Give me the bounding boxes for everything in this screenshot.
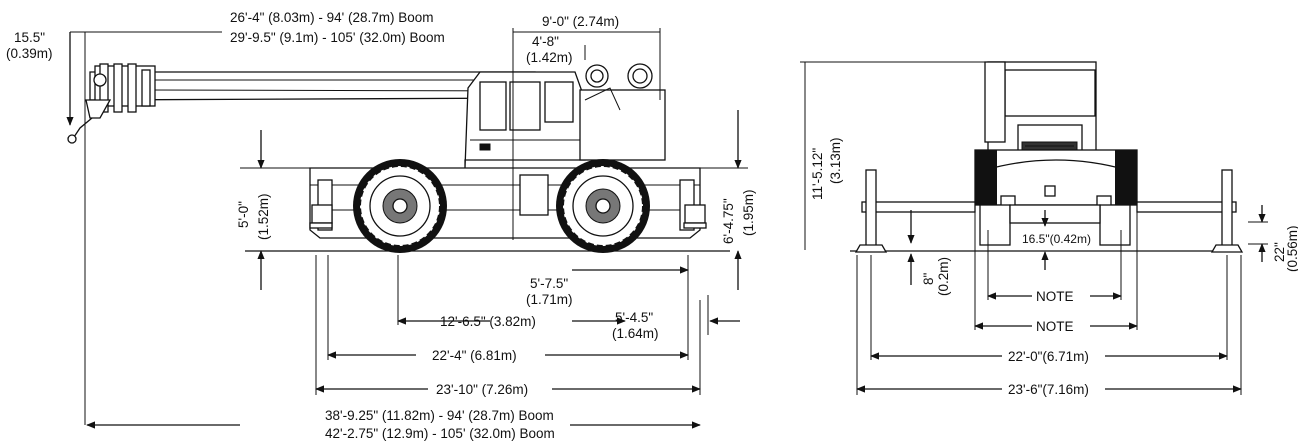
front-outriggers [854, 169, 1244, 253]
overall-width: 23'-6"(7.16m) [1008, 382, 1089, 397]
note-lower: NOTE [1036, 319, 1074, 334]
boom-height-ft: 5'-0" [236, 201, 251, 228]
cab [464, 71, 586, 169]
outrigger-drop-ft: 22" [1272, 242, 1287, 262]
cab-to-rear: 9'-0" (2.74m) [542, 14, 619, 29]
boom-length-94: 26'-4" (8.03m) - 94' (28.7m) Boom [230, 10, 434, 25]
counterweight-ft: 4'-8" [532, 34, 559, 49]
boom-height-m: (1.52m) [256, 193, 271, 240]
front-cab [984, 61, 1097, 161]
counterweight-m: (1.42m) [526, 50, 573, 65]
overall-length: 23'-10" (7.26m) [436, 382, 528, 397]
boom-length-105: 29'-9.5" (9.1m) - 105' (32.0m) Boom [230, 30, 445, 45]
front-height-ft: 11'-5.12" [810, 148, 825, 200]
rear-wheel [556, 159, 650, 253]
ground-clearance: 16.5"(0.42m) [1022, 232, 1091, 246]
boom-tip-offset-ft: 15.5" [14, 30, 45, 45]
pad-ft: 8" [921, 272, 936, 285]
note-upper: NOTE [1036, 289, 1074, 304]
overall-height-m: (1.95m) [741, 189, 756, 236]
total-length-105: 42'-2.75" (12.9m) - 105' (32.0m) Boom [325, 426, 555, 441]
pad-m: (0.2m) [936, 257, 951, 296]
outrigger-drop-m: (0.56m) [1285, 225, 1298, 272]
total-length-94: 38'-9.25" (11.82m) - 94' (28.7m) Boom [325, 408, 554, 423]
front-body [974, 149, 1138, 246]
counterweight [579, 63, 666, 161]
rear-axle-m: (1.71m) [526, 292, 573, 307]
rear-axle-ft: 5'-7.5" [530, 276, 568, 291]
outrigger-width: 22'-0"(6.71m) [1008, 349, 1089, 364]
wheelbase: 12'-6.5" (3.82m) [440, 314, 536, 329]
rear-overhang-m: (1.64m) [612, 326, 659, 341]
side-view-dimensions [66, 28, 748, 429]
overall-height-ft: 6'-4.75" [721, 198, 736, 244]
boom [67, 63, 536, 144]
crane-side-view [67, 63, 730, 253]
outrigger-span: 22'-4" (6.81m) [432, 348, 517, 363]
rear-overhang-ft: 5'-4.5" [615, 310, 653, 325]
front-view-dimensions [800, 61, 1268, 395]
crane-front-view [850, 61, 1244, 253]
front-wheel [353, 159, 447, 253]
boom-tip-offset-m: (0.39m) [6, 46, 53, 61]
front-height-m: (3.13m) [828, 137, 843, 184]
